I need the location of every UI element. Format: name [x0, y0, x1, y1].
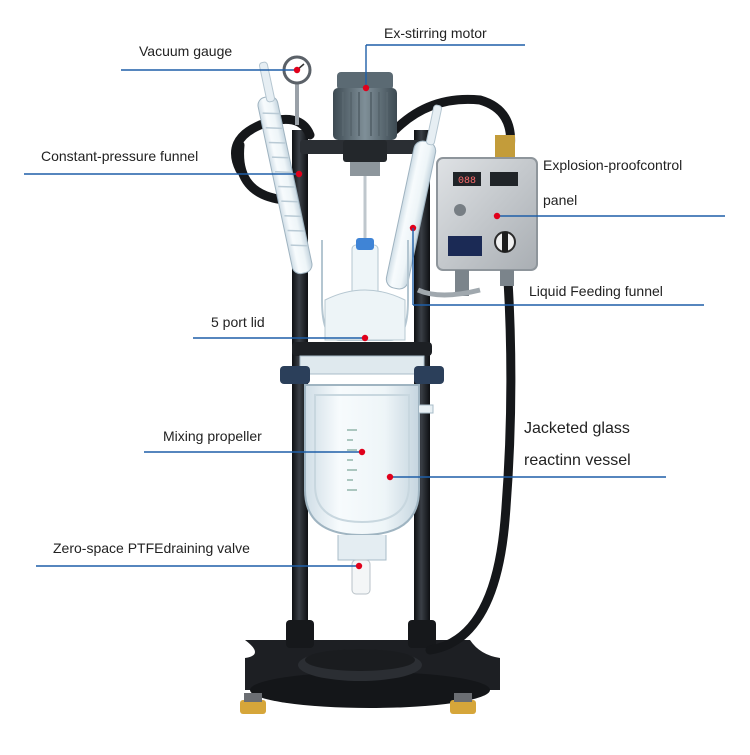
label-mixing-propeller: Mixing propeller: [163, 428, 262, 444]
label-vessel-line2: reactinn vessel: [524, 452, 631, 469]
liquid-feeding-funnel: [385, 104, 443, 290]
dot-motor: [362, 84, 370, 92]
panel-display-value: 088: [458, 176, 476, 187]
label-control-panel-line2: panel: [543, 192, 578, 208]
label-port-lid: 5 port lid: [211, 314, 265, 330]
constant-pressure-funnel: [257, 61, 313, 275]
dot-control-panel: [493, 212, 501, 220]
label-vessel-line1: Jacketed glass: [524, 420, 630, 437]
dot-mixing-propeller: [358, 448, 366, 456]
marker-dots: [293, 66, 501, 570]
label-feeding-funnel: Liquid Feeding funnel: [529, 283, 663, 299]
dot-drain-valve: [355, 562, 363, 570]
dot-constant-funnel: [295, 170, 303, 178]
base-plate: [240, 640, 500, 714]
control-panel: [416, 135, 538, 298]
label-vacuum-gauge: Vacuum gauge: [139, 43, 233, 59]
dot-vessel: [386, 473, 394, 481]
reactor-vessel: [280, 238, 444, 595]
dot-vacuum-gauge: [293, 66, 301, 74]
hoses: [231, 94, 516, 655]
label-drain-valve: Zero-space PTFEdraining valve: [53, 540, 250, 556]
label-control-panel-line1: Explosion-proofcontrol: [543, 157, 683, 173]
label-stirring-motor: Ex-stirring motor: [384, 25, 487, 41]
leader-lines: [24, 44, 725, 567]
label-constant-funnel: Constant-pressure funnel: [41, 148, 199, 164]
dot-port-lid: [361, 334, 369, 342]
stirring-motor: [333, 72, 397, 330]
